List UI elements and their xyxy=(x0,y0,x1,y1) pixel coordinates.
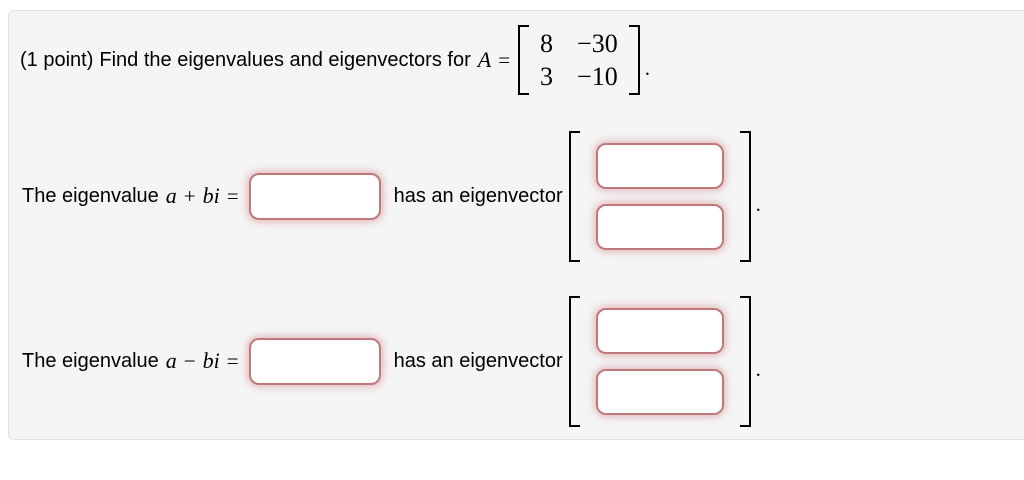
left-bracket-icon xyxy=(568,130,580,262)
math-var-bi: bi xyxy=(202,348,220,373)
sentence-period: . xyxy=(755,356,761,381)
eigenvector-1-entry-2-input[interactable] xyxy=(595,203,724,250)
matrix-name: A xyxy=(477,47,492,72)
eigenvalue-1-input[interactable] xyxy=(248,172,381,220)
matrix-cell: −10 xyxy=(577,62,618,91)
eigenvector-1-entry-1-input[interactable] xyxy=(595,142,724,189)
equals-sign: = xyxy=(226,183,239,208)
eigenvector-2-entry-1-input[interactable] xyxy=(595,307,724,354)
math-var-a: a xyxy=(165,348,177,373)
matrix-a: 8 −30 3 −10 xyxy=(518,25,640,95)
left-bracket-icon xyxy=(568,295,580,427)
points-label: (1 point) xyxy=(20,48,94,71)
minus-operator: − xyxy=(183,348,196,373)
math-var-a: a xyxy=(165,183,177,208)
right-bracket-icon xyxy=(739,295,751,427)
right-bracket-icon xyxy=(628,25,640,95)
eigenvalue-2-row: The eigenvalue a − bi = has an eigenvect… xyxy=(22,291,761,431)
eigenvector-1 xyxy=(568,130,751,262)
matrix-cell: 8 xyxy=(540,29,554,58)
eigenvalue-2-input[interactable] xyxy=(248,337,381,385)
eigenvector-2-entry-2-input[interactable] xyxy=(595,368,724,415)
sentence-period: . xyxy=(755,191,761,216)
eigenvector-2 xyxy=(568,295,751,427)
matrix-cell: 3 xyxy=(540,62,554,91)
plus-operator: + xyxy=(183,183,196,208)
sentence-period: . xyxy=(644,55,650,80)
equals-sign: = xyxy=(226,348,239,373)
math-var-bi: bi xyxy=(202,183,220,208)
eigenvalue-1-row: The eigenvalue a + bi = has an eigenvect… xyxy=(22,126,761,266)
left-bracket-icon xyxy=(518,25,530,95)
problem-intro-text: Find the eigenvalues and eigenvectors fo… xyxy=(99,48,471,71)
equals-sign: = xyxy=(498,47,511,72)
problem-statement-row: (1 point) Find the eigenvalues and eigen… xyxy=(20,16,650,104)
statement-prefix: The eigenvalue xyxy=(22,349,159,372)
right-bracket-icon xyxy=(739,130,751,262)
matrix-cell: −30 xyxy=(577,29,618,58)
statement-prefix: The eigenvalue xyxy=(22,184,159,207)
statement-suffix: has an eigenvector xyxy=(393,184,563,207)
statement-suffix: has an eigenvector xyxy=(393,349,563,372)
matrix-a-entries: 8 −30 3 −10 xyxy=(529,25,629,95)
eigenvector-2-entries xyxy=(580,296,740,427)
eigenvector-1-entries xyxy=(580,131,740,262)
problem-panel xyxy=(8,10,1024,440)
